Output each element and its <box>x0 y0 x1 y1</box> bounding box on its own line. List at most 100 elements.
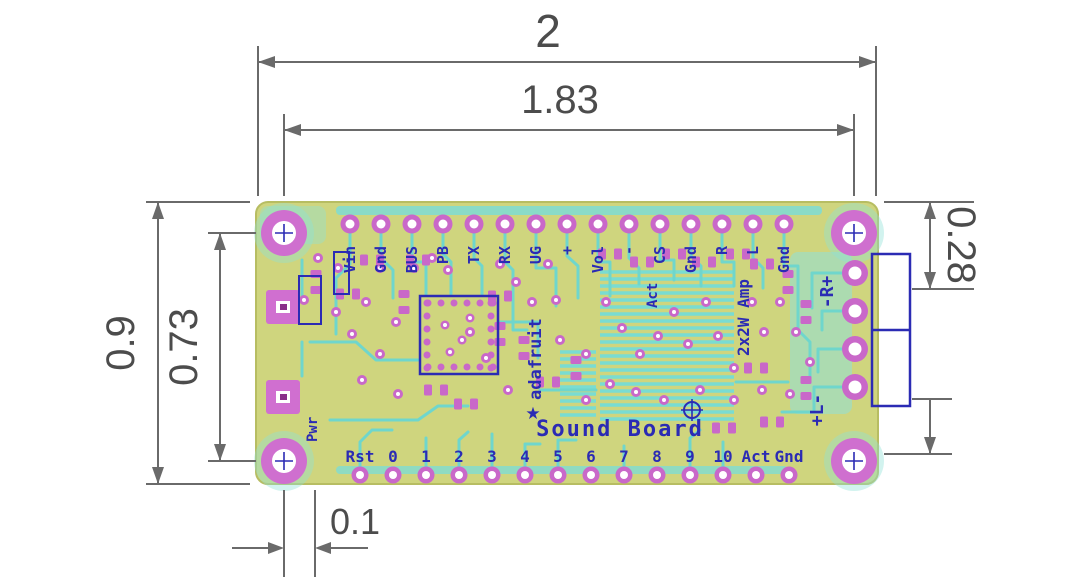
trace <box>658 231 676 282</box>
ic-via-hole <box>460 338 464 342</box>
via-hole <box>788 392 792 396</box>
dim-lines <box>232 490 368 577</box>
ic-pad <box>423 351 431 359</box>
trace <box>810 271 844 310</box>
pin-hole <box>422 471 430 479</box>
via-hole <box>604 300 608 304</box>
smd-pad <box>800 376 812 384</box>
via-field <box>299 253 815 405</box>
trace <box>379 231 395 300</box>
pin-hole <box>653 471 661 479</box>
smd-pad <box>646 256 654 268</box>
dim-overall-height: 0.9 <box>99 201 250 485</box>
via-hole <box>468 330 472 334</box>
pin-hole <box>717 219 727 229</box>
smd-pad <box>454 398 462 410</box>
smd-pad <box>352 288 360 300</box>
via-hole <box>584 352 588 356</box>
via-hole <box>608 382 612 386</box>
dimension-annotations: 2 1.83 0.9 0.73 0.28 <box>99 5 983 577</box>
pin-hole <box>587 471 595 479</box>
dim-overall-width: 2 <box>257 5 877 196</box>
dim-terminal-offset-lower <box>884 398 952 455</box>
trace <box>720 231 736 288</box>
brand-star-icon: ★ <box>525 404 540 424</box>
smd-pad <box>518 352 530 360</box>
via-hole <box>584 398 588 402</box>
smd-pad <box>662 248 670 260</box>
via-hole <box>762 330 766 334</box>
trace <box>308 340 420 362</box>
pin-hole <box>779 219 789 229</box>
trace <box>410 231 428 296</box>
board-title: Sound Board <box>536 417 704 442</box>
dim-terminal-offset-value: 0.28 <box>939 206 983 284</box>
via-hole <box>634 390 638 394</box>
via-hole <box>662 398 666 402</box>
dim-lines <box>208 232 256 462</box>
dim-terminal-offset: 0.28 <box>884 201 983 290</box>
via-hole <box>514 280 518 284</box>
smd-pad <box>470 398 478 410</box>
pin-label: Gnd <box>775 246 793 273</box>
pin-hole <box>593 219 603 229</box>
pin-label: Rst <box>346 447 375 466</box>
ic-pad <box>450 363 458 371</box>
ic-via-hole <box>443 323 447 327</box>
trace <box>496 320 540 360</box>
via-hole <box>554 298 558 302</box>
pin-label: + <box>558 246 576 255</box>
copper-traces <box>300 231 844 470</box>
via-hole <box>378 266 382 270</box>
smd-pad <box>424 384 432 396</box>
pin-hole <box>785 471 793 479</box>
dim-arrowhead <box>315 542 331 554</box>
pin-hole <box>686 471 694 479</box>
ic-pad <box>487 312 495 320</box>
pin-label: 6 <box>586 447 596 466</box>
pin-hole <box>389 471 397 479</box>
dim-arrowhead <box>924 202 936 219</box>
smd-pad <box>518 336 530 344</box>
via-hole <box>778 300 782 304</box>
pin-hole <box>752 471 760 479</box>
smd-pad <box>406 254 414 266</box>
via-hole <box>430 256 434 260</box>
via-hole <box>336 266 340 270</box>
terminal-pad-hole <box>848 304 862 318</box>
pin-label: 1 <box>421 447 431 466</box>
mounting-holes <box>261 210 877 484</box>
dim-hole-span-width-value: 1.83 <box>521 78 599 122</box>
smd-pad <box>800 300 812 308</box>
ic-pad <box>423 325 431 333</box>
fiducial-cross <box>681 399 703 421</box>
hole-crosshair-icon <box>275 224 293 242</box>
smd-pad <box>570 372 582 380</box>
via-hole <box>732 366 736 370</box>
smd-pad <box>630 256 638 268</box>
smd-pad <box>310 286 322 294</box>
via-hole <box>672 310 676 314</box>
pin-hole <box>748 219 758 229</box>
button-contact <box>280 394 287 400</box>
via-hole <box>302 298 306 302</box>
smd-pad <box>782 270 794 278</box>
smd-pad <box>708 256 716 268</box>
ic-pad <box>487 338 495 346</box>
smd-pad <box>494 322 506 330</box>
ic-pad <box>476 363 484 371</box>
via-hole <box>794 330 798 334</box>
button-pad-top <box>266 290 300 324</box>
ic-pad <box>423 312 431 320</box>
pin-label: 7 <box>619 447 629 466</box>
pin-hole <box>521 471 529 479</box>
pwr-label: Pwr <box>305 417 321 442</box>
pin-hole <box>620 471 628 479</box>
dim-arrowhead <box>859 56 876 68</box>
ic-pad <box>423 338 431 346</box>
terminal-pad-hole <box>848 342 862 356</box>
trace <box>441 231 453 296</box>
